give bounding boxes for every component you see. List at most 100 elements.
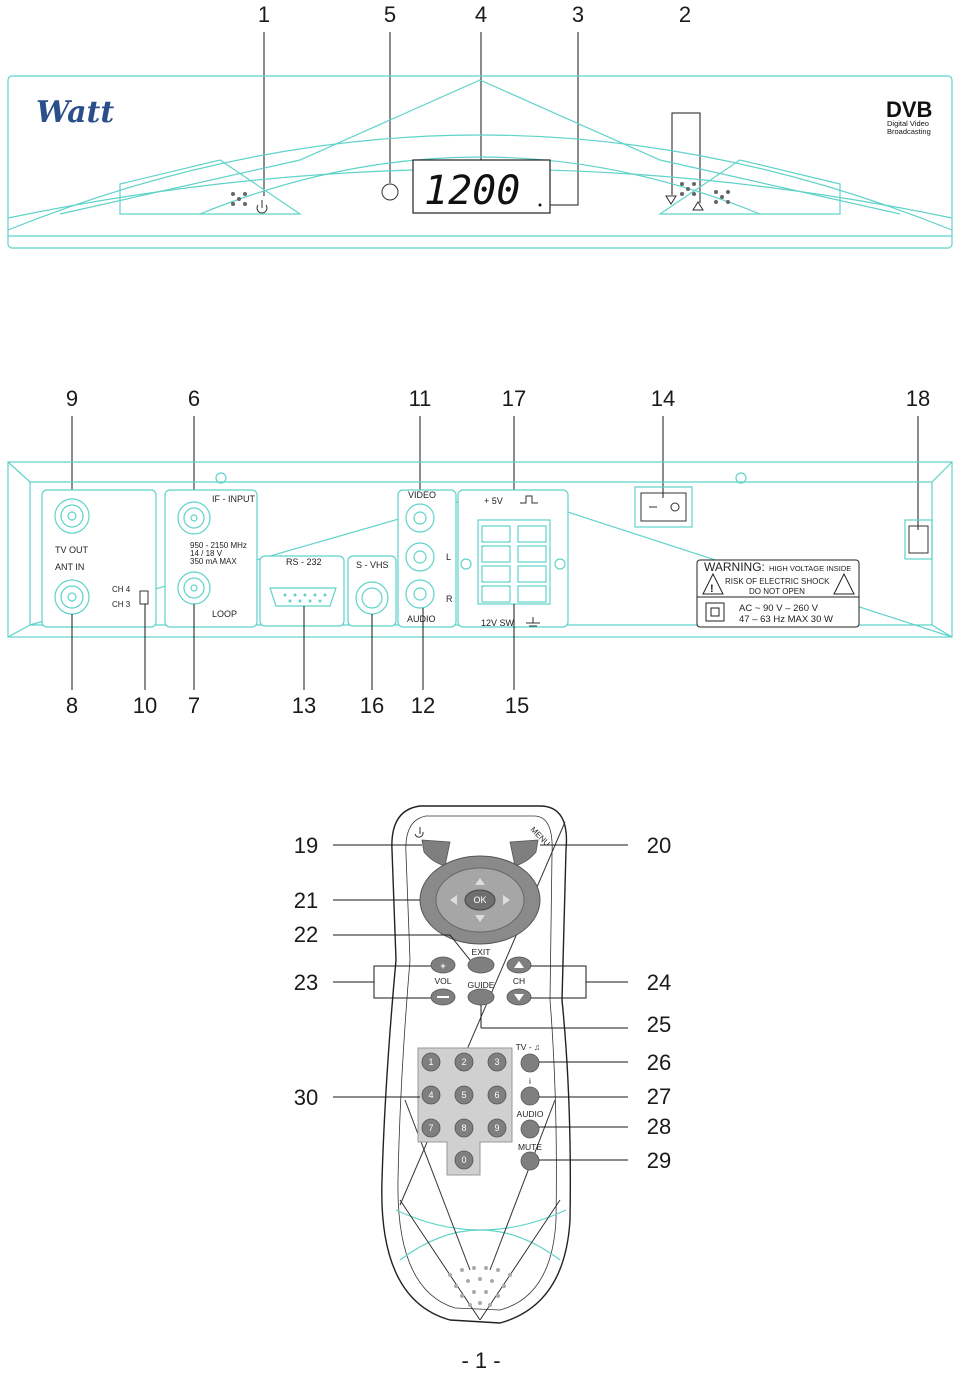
channel-down-icon	[665, 195, 677, 205]
callout-2: 2	[679, 2, 691, 27]
channel-down-button[interactable]	[665, 195, 677, 205]
key-8[interactable]: 8	[454, 1118, 474, 1138]
callout-23: 23	[294, 970, 318, 995]
svg-text:Digital Video: Digital Video	[887, 119, 929, 128]
svhs-label: S - VHS	[356, 560, 389, 570]
hz-rating: 47 – 63 Hz MAX 30 W	[739, 614, 833, 625]
tv-out-connector[interactable]	[54, 498, 90, 534]
ch3-label: CH 3	[112, 600, 131, 609]
audio-label: AUDIO	[407, 614, 436, 624]
callout-15: 15	[505, 693, 529, 718]
key-4[interactable]: 4	[421, 1085, 441, 1105]
svg-text:7: 7	[428, 1123, 433, 1133]
front-panel-body	[7, 75, 953, 249]
key-1[interactable]: 1	[421, 1052, 441, 1072]
key-6[interactable]: 6	[487, 1085, 507, 1105]
ant-in-connector[interactable]	[54, 579, 90, 615]
audio-right-connector[interactable]	[405, 579, 435, 609]
svg-text:6: 6	[494, 1090, 499, 1100]
callout-7: 7	[188, 693, 200, 718]
ch-up-button[interactable]	[506, 956, 532, 974]
keypad-panel	[417, 1047, 513, 1176]
channel-up-button[interactable]	[692, 201, 704, 211]
power-icon	[256, 200, 268, 214]
volt-label: 14 / 18 V	[190, 549, 223, 558]
channel-switch[interactable]	[139, 590, 149, 605]
rs232-label: RS - 232	[286, 557, 322, 567]
callout-28: 28	[647, 1114, 671, 1139]
double-insulation-icon	[705, 602, 725, 622]
svg-text:8: 8	[461, 1123, 466, 1133]
key-3[interactable]: 3	[487, 1052, 507, 1072]
rs232-port[interactable]	[269, 587, 337, 607]
ok-button[interactable]: OK	[464, 889, 496, 911]
exit-label: EXIT	[472, 947, 491, 957]
current-label: 350 mA MAX	[190, 557, 237, 566]
ok-label: OK	[473, 895, 486, 905]
speaker-grille	[448, 1266, 512, 1307]
callout-3: 3	[572, 2, 584, 27]
callout-11: 11	[409, 386, 432, 411]
nav-down-button[interactable]	[475, 915, 485, 922]
display-readout: 1200	[424, 168, 520, 214]
tv-radio-button[interactable]	[520, 1053, 540, 1073]
exit-button[interactable]	[467, 956, 495, 974]
risk-line-1: RISK OF ELECTRIC SHOCK	[725, 577, 830, 586]
callout-17: 17	[502, 386, 526, 411]
callout-14: 14	[651, 386, 675, 411]
if-input-connector[interactable]	[177, 501, 211, 535]
terminal-block[interactable]	[477, 519, 551, 605]
callout-16: 16	[360, 693, 384, 718]
callout-26: 26	[647, 1050, 671, 1075]
callout-10: 10	[133, 693, 157, 718]
audio-right-label: R	[446, 594, 453, 604]
vol-up-button[interactable]: +	[430, 956, 456, 974]
nav-cluster: OK	[419, 855, 541, 945]
nav-right-button[interactable]	[503, 895, 510, 905]
svg-text:!: !	[710, 583, 714, 595]
rear-panel: 9 6 11 17 14 18 TV OUT ANT IN	[7, 386, 953, 718]
ch-down-button[interactable]	[506, 988, 532, 1006]
power-socket[interactable]	[904, 519, 933, 560]
audio-left-connector[interactable]	[405, 542, 435, 572]
guide-button[interactable]	[467, 988, 495, 1006]
key-2[interactable]: 2	[454, 1052, 474, 1072]
nav-left-button[interactable]	[450, 895, 457, 905]
callout-13: 13	[292, 693, 316, 718]
svg-text:3: 3	[494, 1057, 499, 1067]
warning-title: WARNING:	[704, 560, 765, 574]
key-0[interactable]: 0	[454, 1150, 474, 1170]
callout-5: 5	[384, 2, 396, 27]
standby-led	[381, 183, 399, 201]
rear-panel-body	[7, 461, 953, 638]
info-label: i	[529, 1076, 531, 1086]
svg-text:5: 5	[461, 1090, 466, 1100]
brand-logo: Watt	[36, 95, 114, 130]
mute-label: MUTE	[518, 1142, 542, 1152]
power-switch[interactable]	[634, 486, 693, 528]
vol-down-button[interactable]	[430, 988, 456, 1006]
audio-button[interactable]	[520, 1119, 540, 1139]
callout-25: 25	[647, 1012, 671, 1037]
key-9[interactable]: 9	[487, 1118, 507, 1138]
callout-21: 21	[294, 888, 318, 913]
mute-button[interactable]	[520, 1151, 540, 1171]
risk-line-2: DO NOT OPEN	[749, 587, 805, 596]
warning-subtitle: HIGH VOLTAGE INSIDE	[769, 564, 851, 573]
video-connector[interactable]	[405, 503, 435, 533]
info-button[interactable]	[520, 1086, 540, 1106]
callout-4: 4	[475, 2, 487, 27]
ground-icon	[526, 617, 540, 627]
key-5[interactable]: 5	[454, 1085, 474, 1105]
svg-text:2: 2	[461, 1057, 466, 1067]
loop-label: LOOP	[212, 609, 237, 619]
power-button[interactable]	[231, 192, 268, 214]
nav-up-button[interactable]	[475, 878, 485, 885]
guide-label: GUIDE	[468, 980, 495, 990]
callout-1: 1	[258, 2, 270, 27]
front-display	[412, 159, 551, 214]
key-7[interactable]: 7	[421, 1118, 441, 1138]
svg-text:+: +	[440, 961, 445, 971]
ch-label: CH	[513, 976, 525, 986]
